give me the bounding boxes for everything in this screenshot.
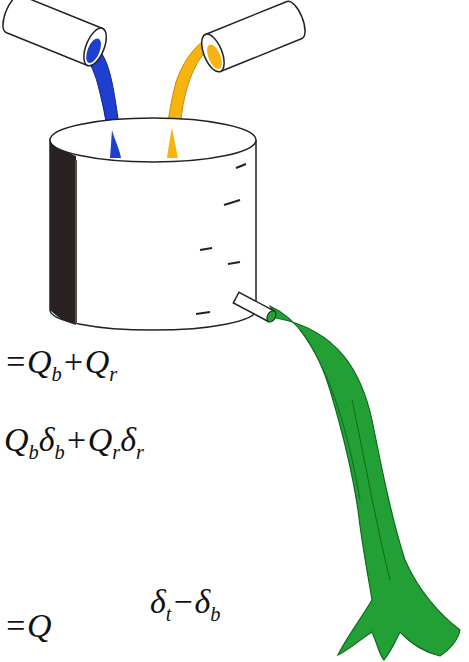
outlet-pipe bbox=[233, 292, 277, 323]
stream-shading bbox=[300, 330, 390, 580]
green-stream bbox=[270, 306, 460, 660]
equation-text: Qbδb+Qrδr bbox=[4, 420, 144, 465]
mixing-tank bbox=[50, 118, 256, 330]
blue-cup bbox=[0, 0, 111, 69]
equation-text: δt−δb bbox=[150, 582, 220, 627]
yellow-cup bbox=[197, 0, 309, 75]
equation-text: =Q bbox=[4, 606, 52, 647]
equation-text: =Qb+Qr bbox=[4, 342, 117, 387]
